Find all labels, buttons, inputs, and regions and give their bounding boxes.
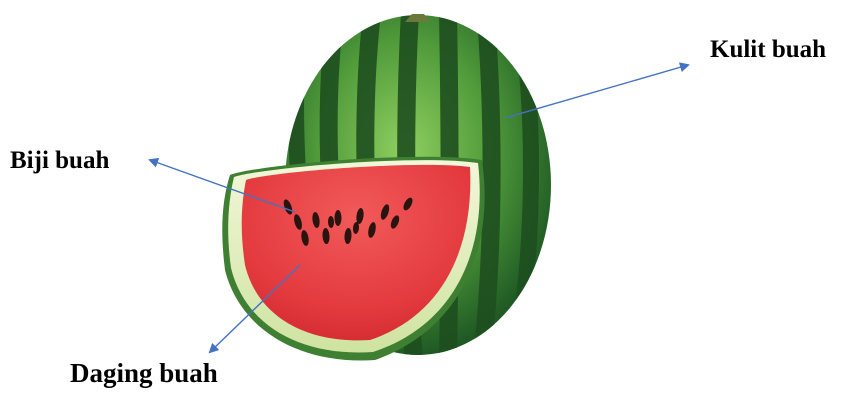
- arrow-kulit: [505, 65, 688, 118]
- stem: [405, 14, 430, 22]
- seed-label: Biji buah: [10, 148, 109, 173]
- rind-label: Kulit buah: [710, 37, 826, 62]
- flesh-label: Daging buah: [70, 360, 218, 387]
